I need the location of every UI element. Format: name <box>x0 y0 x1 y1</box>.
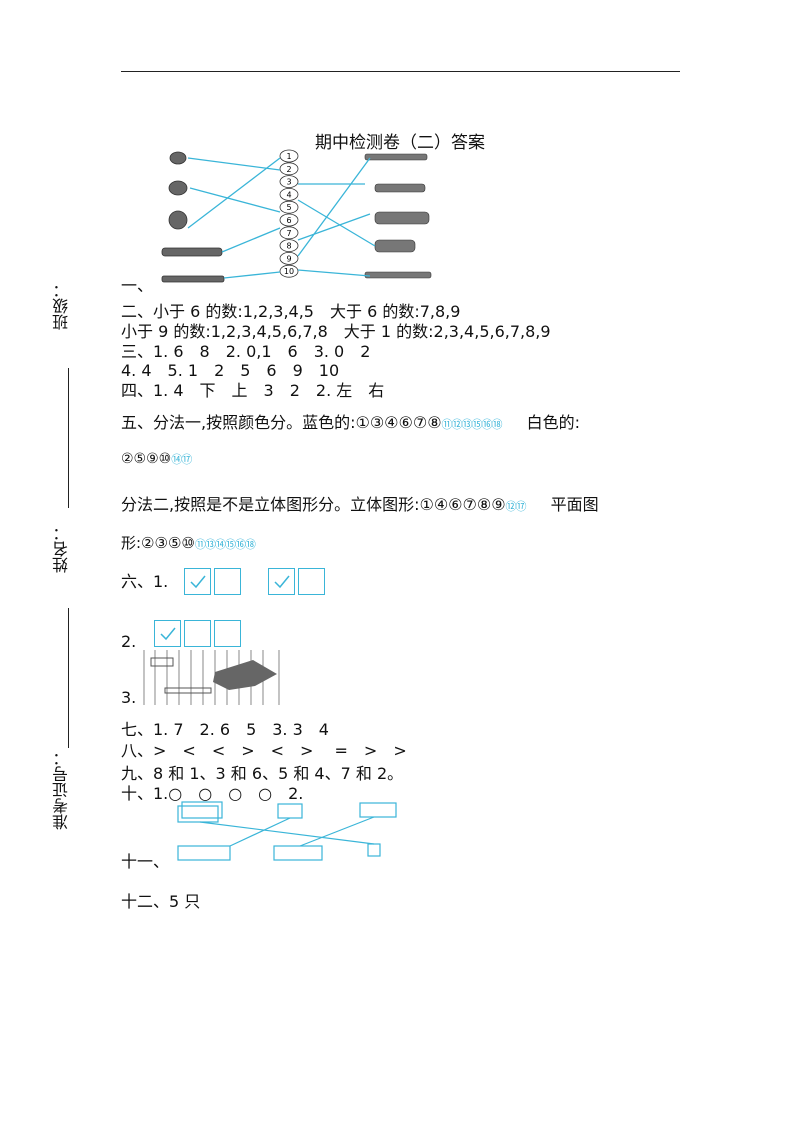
q5-line1-end: 白色的: <box>526 413 581 432</box>
match-lines <box>187 157 376 279</box>
header-rule <box>121 71 680 72</box>
number-circle <box>279 252 299 265</box>
q12-line: 十二、5 只 <box>121 892 201 911</box>
q6-sub2: 2. <box>121 632 137 651</box>
number-label: 3 <box>286 178 291 187</box>
name-line <box>68 608 69 748</box>
matching-figure: 1 2 3 4 5 6 7 8 9 10 <box>161 149 432 283</box>
q10-line: 十、1.○ ○ ○ ○ 2. <box>121 784 304 803</box>
number-label: 7 <box>286 229 291 238</box>
number-circle <box>279 149 299 163</box>
q5-line2-text: ②⑤⑨⑩ <box>121 451 172 467</box>
bone-shape <box>150 657 174 667</box>
number-circle <box>279 175 299 188</box>
q5-line3-text: 分法二,按照是不是立体图形分。立体图形:①④⑥⑦⑧⑨ <box>121 495 506 514</box>
q6-3-figure <box>143 650 280 705</box>
q8-line: 八、> < < > < > = > > <box>121 741 407 760</box>
q6-sub3: 3. <box>121 688 137 707</box>
q6-1-boxes-b <box>268 568 328 595</box>
class-label: 班级： <box>52 282 71 330</box>
left-pictures <box>161 151 225 283</box>
q6-label: 六、1. <box>121 572 169 591</box>
number-label: 1 <box>286 152 291 161</box>
number-circle <box>279 226 299 240</box>
shark-shape <box>213 660 277 690</box>
number-label: 8 <box>286 242 291 251</box>
q4-line1: 四、1. 4 下 上 3 2 2. 左 右 <box>121 381 385 400</box>
q5-line1: 五、分法一,按照颜色分。蓝色的:①③④⑥⑦⑧⑪⑫⑬⑮⑯⑱ 白色的: <box>121 409 580 433</box>
q11-label: 十一、 <box>121 852 170 871</box>
number-label: 10 <box>284 267 294 276</box>
page-title: 期中检测卷（二）答案 <box>315 133 485 153</box>
class-line <box>68 368 69 508</box>
checkbox-empty <box>214 568 241 595</box>
number-column: 1 2 3 4 5 6 7 8 9 10 <box>279 149 299 278</box>
q10-cubes-figure <box>177 801 397 861</box>
q5-line3-end: 平面图 <box>550 495 599 514</box>
q2-line2: 小于 9 的数:1,2,3,4,5,6,7,8 大于 1 的数:2,3,4,5,… <box>121 322 551 341</box>
q5-line2: ②⑤⑨⑩⑭⑰ <box>121 451 192 467</box>
q6-1-boxes-a <box>184 568 244 595</box>
number-circle <box>279 200 299 214</box>
checkbox-empty <box>298 568 325 595</box>
number-label: 6 <box>286 216 291 225</box>
checkbox-checked <box>268 568 295 595</box>
q1-label: 一、 <box>121 276 154 295</box>
number-circle <box>279 188 299 201</box>
name-label: 姓名： <box>52 525 71 573</box>
checkbox-checked <box>184 568 211 595</box>
number-circle <box>279 213 299 227</box>
q5-line3-cyan: ⑫⑰ <box>505 500 527 513</box>
id-label: 准考证号： <box>52 750 71 830</box>
number-circle <box>279 264 299 278</box>
q3-line1: 三、1. 6 8 2. 0,1 6 3. 0 2 <box>121 342 371 361</box>
q3-line2: 4. 4 5. 1 2 5 6 9 10 <box>121 361 340 380</box>
q5-line1-cyan: ⑪⑫⑬⑮⑯⑱ <box>441 418 503 431</box>
q6-2-boxes <box>154 620 244 647</box>
checkbox-empty <box>184 620 211 647</box>
number-label: 9 <box>286 254 291 263</box>
number-circle <box>279 239 299 252</box>
q9-line: 九、8 和 1、3 和 6、5 和 4、7 和 2。 <box>121 764 404 783</box>
q5-line1-text: 五、分法一,按照颜色分。蓝色的:①③④⑥⑦⑧ <box>121 413 442 432</box>
checkbox-checked <box>154 620 181 647</box>
right-pictures <box>364 153 432 279</box>
number-circle <box>279 162 299 176</box>
q5-line4: 形:②③⑤⑩⑪⑬⑭⑮⑯⑱ <box>121 532 256 553</box>
q5-line4-text: 形:②③⑤⑩ <box>121 534 195 552</box>
q7-line: 七、1. 7 2. 6 5 3. 3 4 <box>121 720 329 739</box>
number-label: 5 <box>286 203 291 212</box>
number-label: 4 <box>286 190 291 199</box>
number-circles: 1 2 3 4 5 6 7 8 9 10 <box>279 149 299 278</box>
q5-line3: 分法二,按照是不是立体图形分。立体图形:①④⑥⑦⑧⑨⑫⑰ 平面图 <box>121 491 599 515</box>
q5-line2-cyan: ⑭⑰ <box>171 453 192 466</box>
q5-line4-cyan: ⑪⑬⑭⑮⑯⑱ <box>194 538 256 551</box>
checkbox-empty <box>214 620 241 647</box>
q2-line1: 二、小于 6 的数:1,2,3,4,5 大于 6 的数:7,8,9 <box>121 302 461 321</box>
number-label: 2 <box>286 165 291 174</box>
fish-shape <box>164 687 212 694</box>
